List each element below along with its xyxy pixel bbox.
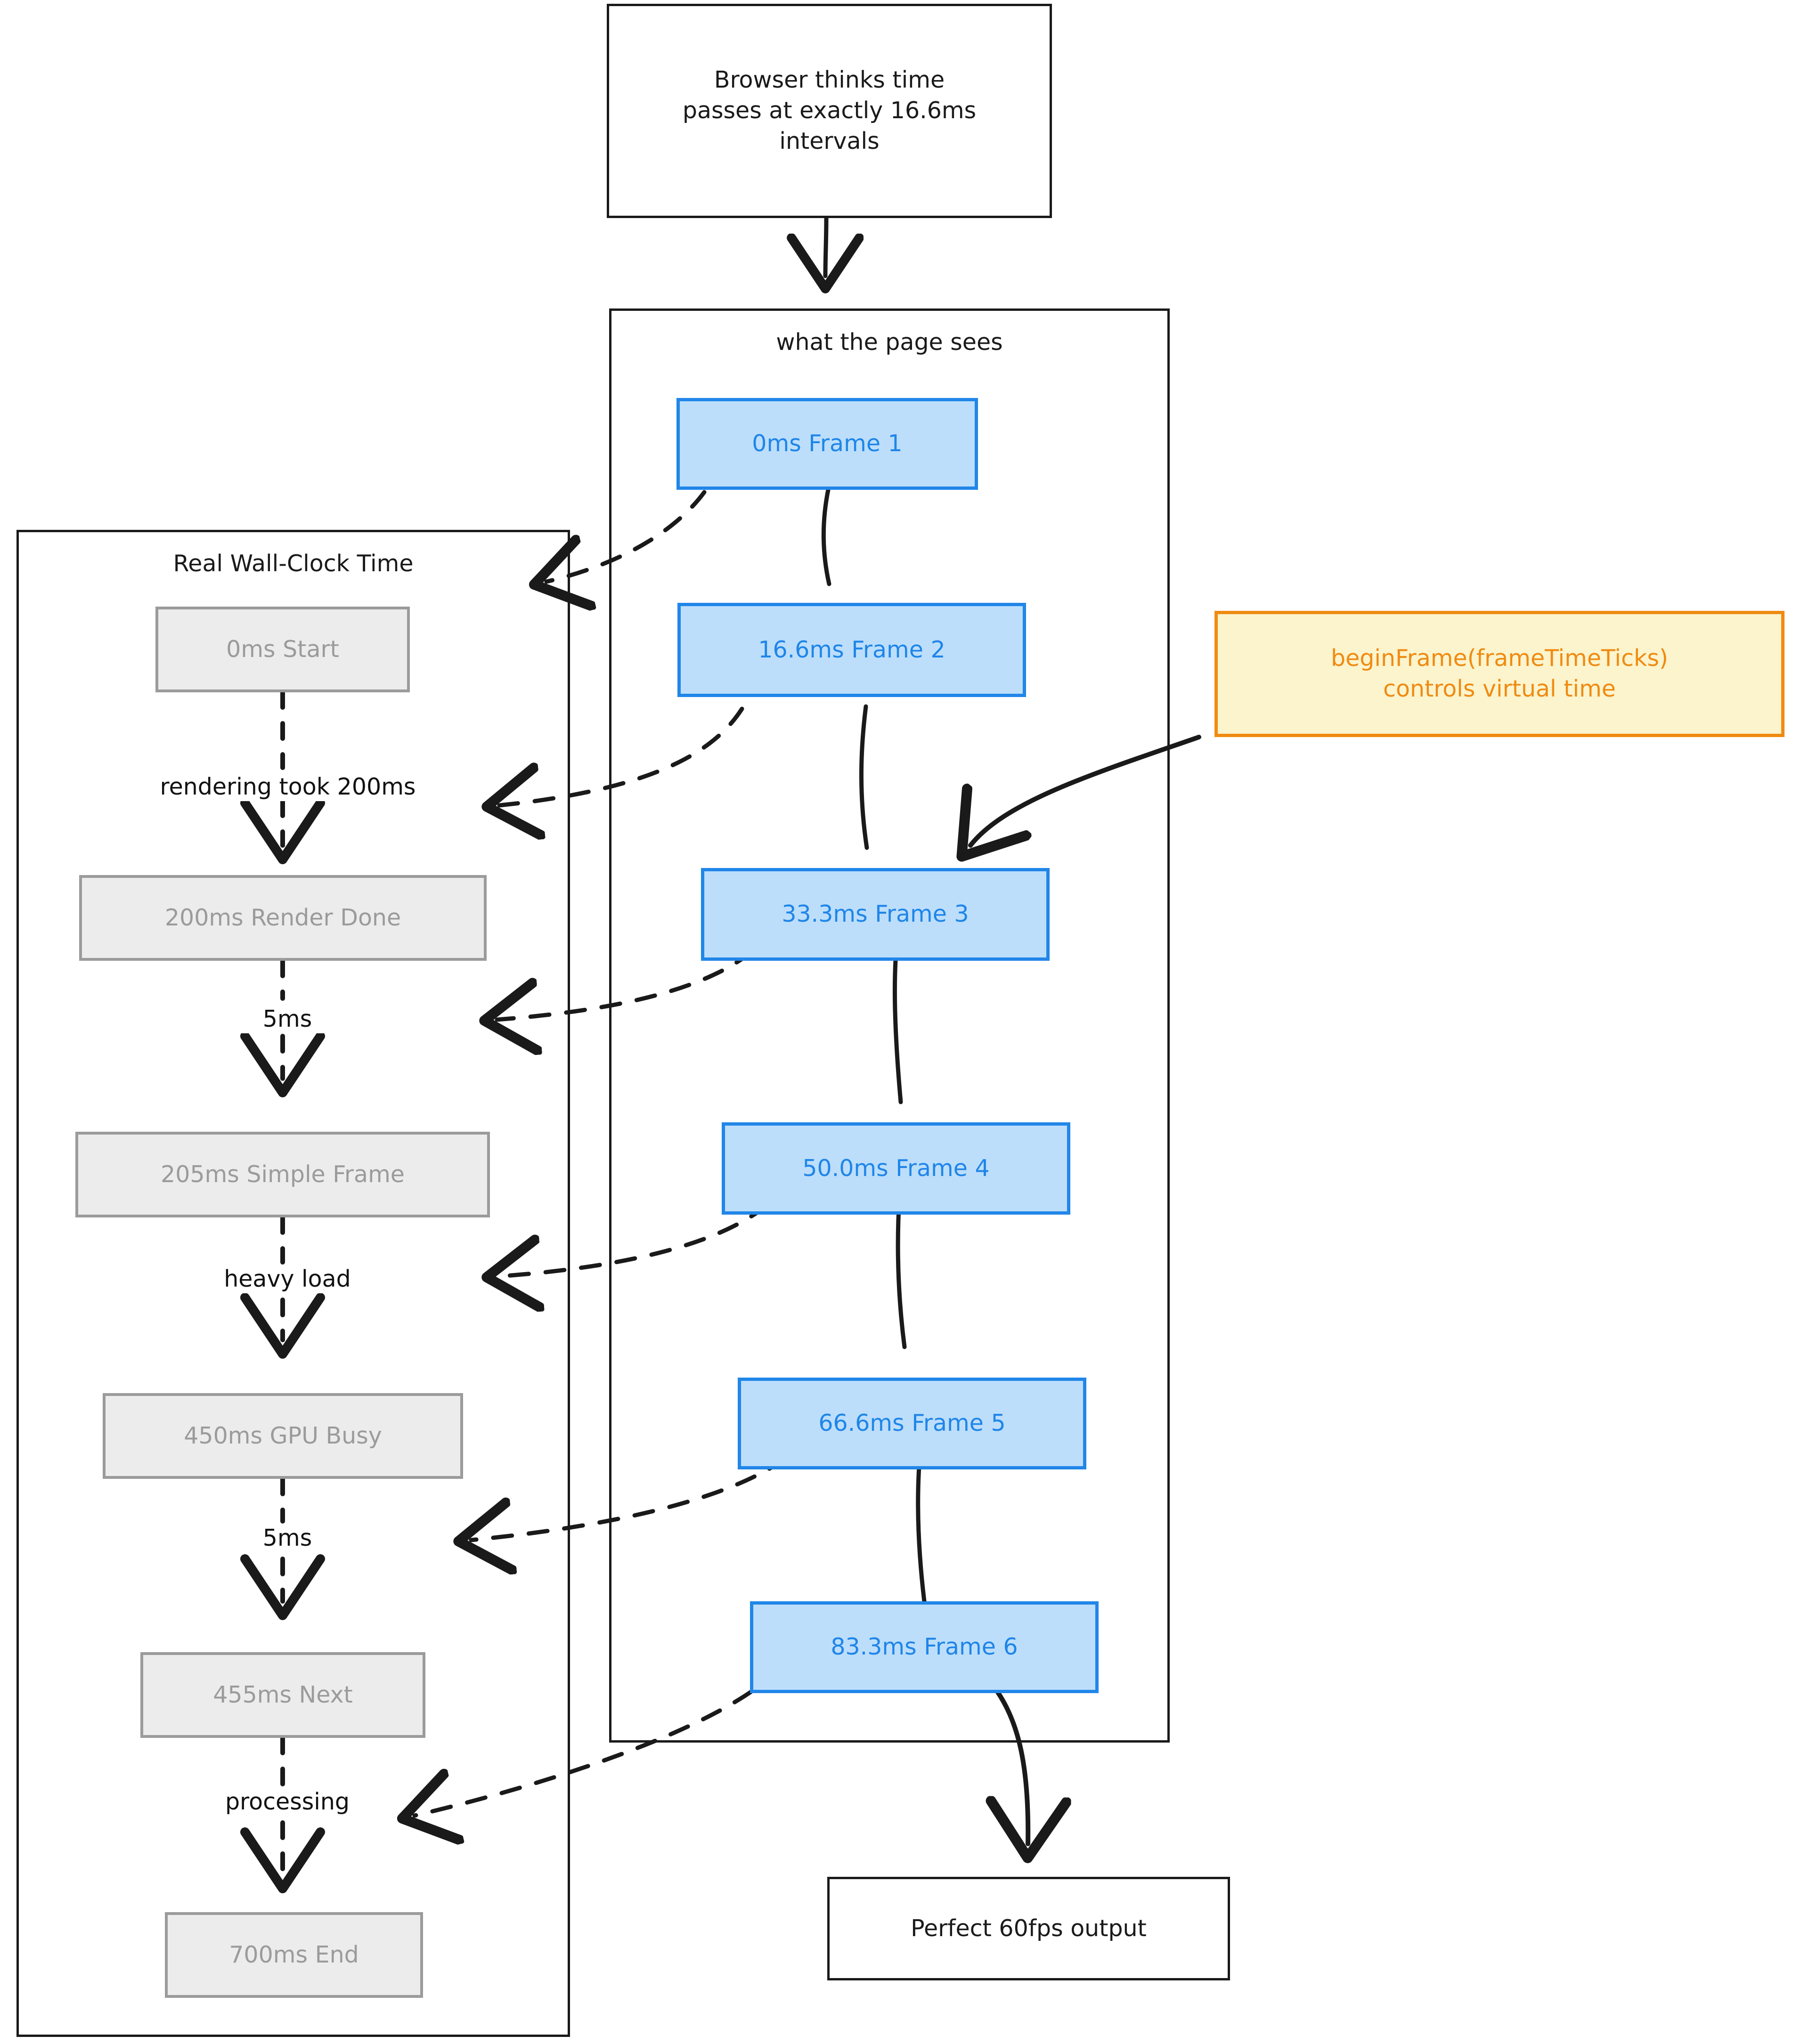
real-start-node[interactable]: 0ms Start (155, 607, 410, 692)
real-wall-clock-container: Real Wall-Clock Time (16, 530, 570, 2037)
frame-3-node[interactable]: 33.3ms Frame 3 (701, 868, 1050, 961)
begin-frame-note-label: beginFrame(frameTimeTicks) controls virt… (1330, 645, 1669, 702)
browser-assumption-node: Browser thinks time passes at exactly 16… (607, 4, 1052, 218)
frame-3-label: 33.3ms Frame 3 (782, 900, 969, 928)
real-gpu-busy-label: 450ms GPU Busy (184, 1422, 382, 1449)
frame-1-label: 0ms Frame 1 (752, 430, 903, 457)
real-simple-frame-node[interactable]: 205ms Simple Frame (75, 1132, 490, 1217)
real-end-node[interactable]: 700ms End (165, 1912, 423, 1998)
real-simple-frame-label: 205ms Simple Frame (161, 1160, 405, 1188)
edge-label-5ms-b: 5ms (221, 1524, 353, 1552)
frame-5-node[interactable]: 66.6ms Frame 5 (738, 1378, 1086, 1469)
frame-2-node[interactable]: 16.6ms Frame 2 (677, 603, 1026, 697)
virtual-time-container-title: what the page sees (776, 329, 1003, 356)
real-start-label: 0ms Start (226, 635, 339, 663)
perfect-output-label: Perfect 60fps output (911, 1914, 1147, 1942)
browser-assumption-label: Browser thinks time passes at exactly 16… (682, 66, 977, 154)
real-end-label: 700ms End (229, 1941, 359, 1968)
perfect-output-node: Perfect 60fps output (827, 1877, 1230, 1980)
real-gpu-busy-node[interactable]: 450ms GPU Busy (103, 1393, 463, 1479)
real-next-label: 455ms Next (213, 1681, 353, 1708)
edge-label-heavy-load: heavy load (179, 1265, 396, 1293)
real-next-node[interactable]: 455ms Next (140, 1652, 425, 1738)
edge-label-rendering-took: rendering took 200ms (92, 772, 483, 801)
edge-assumption-to-container (825, 215, 826, 276)
frame-1-node[interactable]: 0ms Frame 1 (676, 398, 978, 490)
real-render-done-label: 200ms Render Done (164, 904, 401, 931)
begin-frame-note: beginFrame(frameTimeTicks) controls virt… (1214, 611, 1785, 737)
frame-6-label: 83.3ms Frame 6 (831, 1633, 1018, 1661)
virtual-time-container: what the page sees (609, 308, 1170, 1743)
frame-5-label: 66.6ms Frame 5 (818, 1410, 1006, 1437)
real-wall-clock-container-title: Real Wall-Clock Time (173, 550, 414, 577)
frame-4-label: 50.0ms Frame 4 (802, 1154, 990, 1182)
frame-6-node[interactable]: 83.3ms Frame 6 (750, 1601, 1099, 1693)
edge-label-5ms-a: 5ms (221, 1005, 353, 1033)
frame-2-label: 16.6ms Frame 2 (758, 636, 945, 663)
edge-label-processing: processing (179, 1787, 396, 1816)
real-render-done-node[interactable]: 200ms Render Done (79, 875, 487, 961)
frame-4-node[interactable]: 50.0ms Frame 4 (722, 1122, 1070, 1215)
